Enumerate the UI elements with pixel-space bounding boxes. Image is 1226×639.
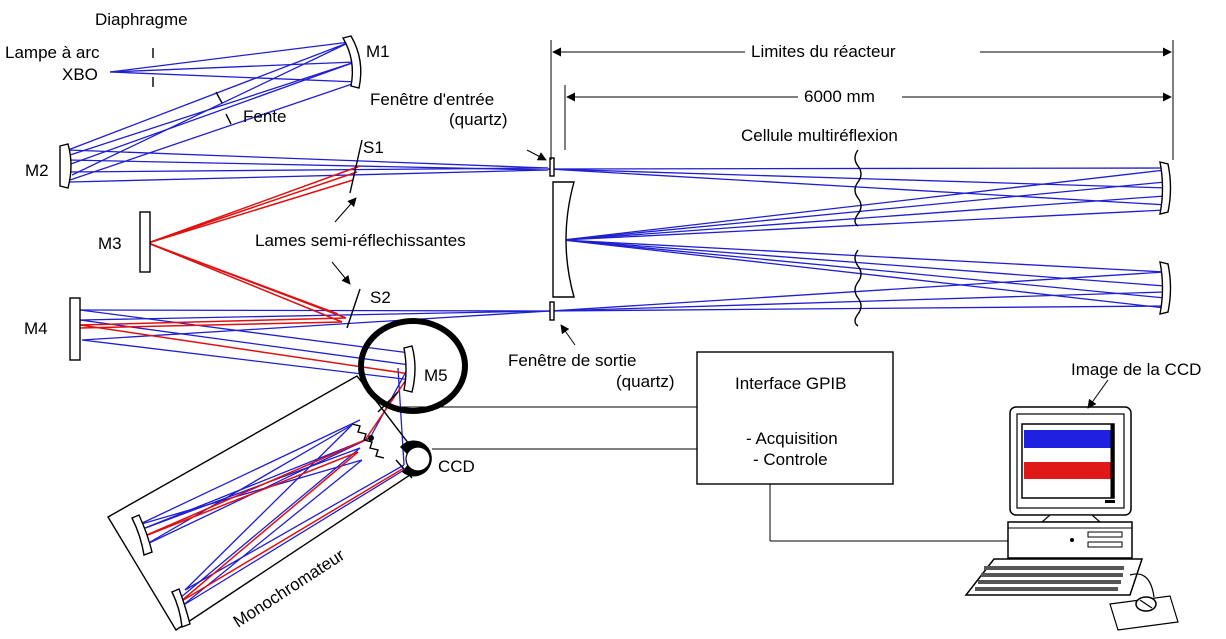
plate-s2-pointer bbox=[331, 261, 351, 285]
grating bbox=[351, 423, 385, 459]
cell-mirror-near bbox=[552, 181, 575, 298]
blue-beams-cell bbox=[547, 167, 1169, 312]
blue-beams-return bbox=[79, 309, 551, 607]
label-fenetre-sortie-line2: (quartz) bbox=[616, 372, 675, 391]
label-fenetre-entree-line2: (quartz) bbox=[449, 110, 508, 129]
grating-pivot bbox=[368, 435, 374, 441]
mouse-icon bbox=[1109, 573, 1179, 631]
label-m2: M2 bbox=[25, 161, 49, 180]
label-monochromateur: Monochromateur bbox=[230, 545, 348, 631]
plate-s2 bbox=[346, 288, 361, 329]
label-fente: Fente bbox=[243, 107, 286, 126]
break-line-bottom bbox=[854, 249, 862, 327]
label-distance: 6000 mm bbox=[804, 87, 875, 106]
label-interface: Interface GPIB bbox=[735, 374, 847, 393]
label-m1: M1 bbox=[366, 42, 390, 61]
exit-window bbox=[549, 301, 555, 321]
keyboard-icon bbox=[964, 558, 1144, 596]
blue-beams-source bbox=[67, 41, 549, 183]
mirror-m2 bbox=[59, 143, 72, 189]
plate-s1 bbox=[349, 139, 363, 194]
computer-icon bbox=[1007, 406, 1133, 559]
ccd-detector-icon bbox=[400, 440, 432, 477]
interface-gpib-box bbox=[696, 351, 894, 485]
label-controle: - Controle bbox=[753, 450, 828, 469]
ccd-image-pointer bbox=[1087, 379, 1109, 409]
cell-mirror-far-top bbox=[1159, 161, 1172, 215]
plate-s1-pointer bbox=[334, 197, 357, 223]
label-ccd: CCD bbox=[438, 457, 475, 476]
label-cellule: Cellule multiréflexion bbox=[741, 126, 898, 145]
mirror-m1 bbox=[341, 35, 362, 89]
mono-mirror-2 bbox=[171, 588, 191, 628]
slit-top bbox=[215, 91, 223, 104]
red-beams bbox=[79, 165, 411, 603]
mirror-m5 bbox=[403, 345, 416, 393]
entry-window bbox=[549, 157, 555, 177]
entry-window-pointer bbox=[526, 149, 547, 161]
label-fenetre-sortie-line1: Fenêtre de sortie bbox=[508, 351, 637, 370]
label-m5: M5 bbox=[424, 366, 448, 385]
label-acquisition: - Acquisition bbox=[746, 429, 838, 448]
exit-window-pointer bbox=[560, 324, 576, 346]
label-m3: M3 bbox=[98, 234, 122, 253]
label-lampe-line2: XBO bbox=[62, 65, 98, 84]
mono-mirror-1 bbox=[131, 514, 153, 556]
label-m4: M4 bbox=[24, 319, 48, 338]
cell-mirror-far-bottom bbox=[1159, 261, 1172, 315]
slit-bottom bbox=[225, 113, 232, 125]
label-lampe-line1: Lampe à arc bbox=[5, 43, 100, 62]
m5-highlight-circle bbox=[358, 318, 468, 414]
label-limites: Limites du réacteur bbox=[751, 42, 896, 61]
mirror-m3 bbox=[139, 211, 151, 273]
break-line-top bbox=[854, 149, 862, 227]
mirror-m4 bbox=[69, 297, 81, 361]
label-diaphragme: Diaphragme bbox=[95, 10, 188, 29]
label-s2: S2 bbox=[370, 288, 391, 307]
label-image-ccd: Image de la CCD bbox=[1071, 360, 1201, 379]
label-s1: S1 bbox=[363, 138, 384, 157]
label-lames: Lames semi-réflechissantes bbox=[255, 231, 466, 250]
label-fenetre-entree-line1: Fenêtre d'entrée bbox=[370, 90, 494, 109]
